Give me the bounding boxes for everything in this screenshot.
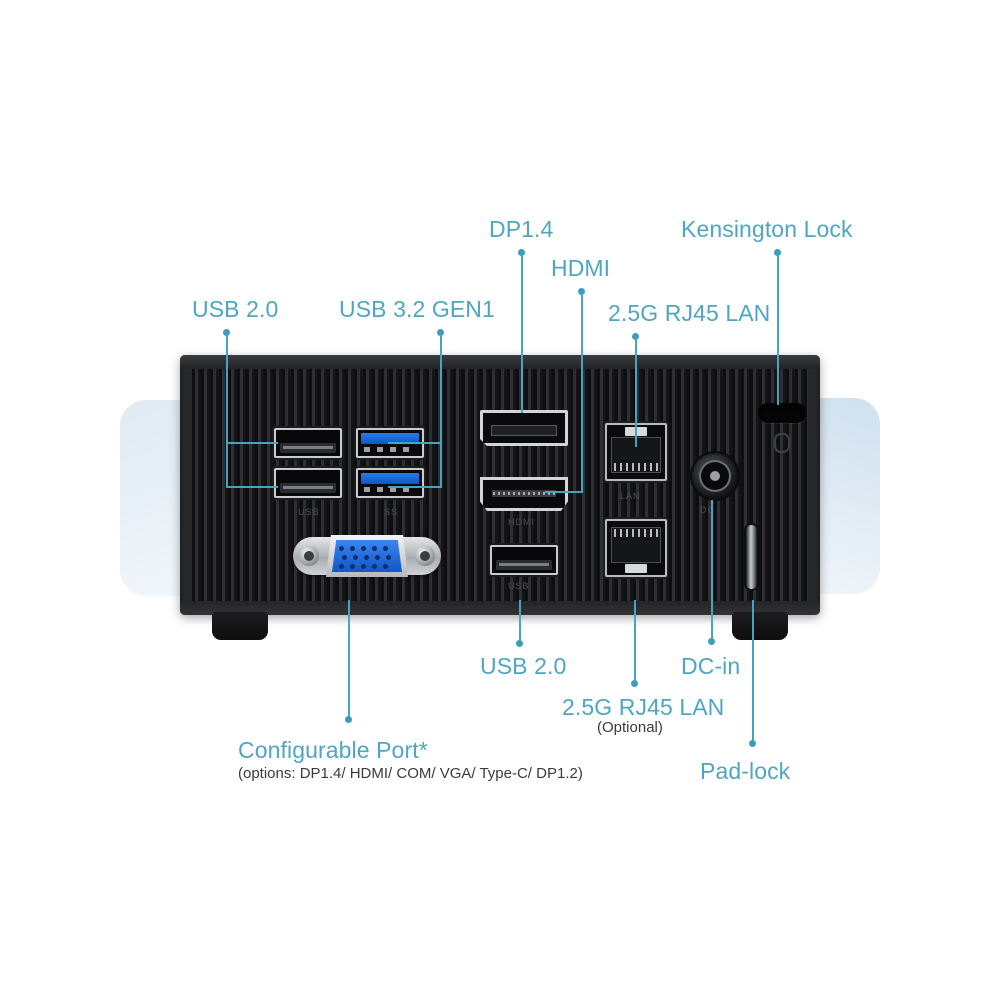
port-vga-configurable <box>293 531 441 581</box>
chassis-foot-left <box>212 612 268 640</box>
chassis-foot-right <box>732 612 788 640</box>
leader-dot-dp14 <box>518 249 525 256</box>
label-dcin: DC-in <box>681 653 741 679</box>
leader-line-dcin <box>711 500 713 640</box>
leader-dot-configurable-port <box>345 716 352 723</box>
label-usb20-top: USB 2.0 <box>192 296 279 322</box>
leader-branch-usb20-lower <box>226 486 278 488</box>
leader-line-lan-25g <box>635 337 637 447</box>
port-usb2-bottom <box>490 545 558 575</box>
label-padlock: Pad-lock <box>700 758 791 784</box>
leader-dot-usb32 <box>437 329 444 336</box>
mini-pc-chassis: USB SS HDMI USB LAN <box>180 355 820 615</box>
silkscreen-usb20-low: USB <box>508 581 530 591</box>
port-hdmi <box>480 477 568 511</box>
port-displayport-14 <box>480 410 568 446</box>
kensington-lock-icon <box>774 433 790 453</box>
leader-line-dp14 <box>521 253 523 413</box>
chassis-bottom-lip <box>180 601 820 615</box>
port-dc-in <box>692 453 738 499</box>
leader-dot-padlock <box>749 740 756 747</box>
leader-dot-usb20-top <box>223 329 230 336</box>
leader-line-usb20-bottom <box>519 600 521 642</box>
label-lan-optional-note: (Optional) <box>597 719 663 736</box>
silkscreen-lan: LAN <box>620 491 641 501</box>
leader-line-lan-optional <box>634 600 636 682</box>
leader-branch-usb20-upper <box>226 442 278 444</box>
leader-dot-hdmi <box>578 288 585 295</box>
leader-line-kensington <box>777 253 779 405</box>
leader-dot-usb20-bottom <box>516 640 523 647</box>
port-rj45-lan-optional <box>605 519 667 577</box>
leader-line-padlock <box>752 600 754 742</box>
silkscreen-usb20: USB <box>298 507 320 517</box>
leader-line-usb20-top <box>226 333 228 443</box>
leader-dot-kensington <box>774 249 781 256</box>
label-hdmi: HDMI <box>551 255 611 281</box>
leader-line-hdmi <box>581 292 583 492</box>
leader-branch-usb32-lower <box>388 486 442 488</box>
leader-branch-usb32-upper <box>388 442 442 444</box>
port-padlock-slot <box>746 525 757 589</box>
silkscreen-hdmi: HDMI <box>508 517 535 527</box>
label-configurable-port-options: (options: DP1.4/ HDMI/ COM/ VGA/ Type-C/… <box>238 765 583 782</box>
leader-dot-lan-optional <box>631 680 638 687</box>
leader-line-usb32-down <box>440 442 442 487</box>
leader-branch-hdmi <box>545 491 583 493</box>
label-lan-25g: 2.5G RJ45 LAN <box>608 300 771 326</box>
leader-dot-dcin <box>708 638 715 645</box>
silkscreen-dcin: DC <box>700 505 715 515</box>
label-dp14: DP1.4 <box>489 216 554 242</box>
label-lan-optional: 2.5G RJ45 LAN <box>562 694 725 720</box>
label-usb32-gen1: USB 3.2 GEN1 <box>339 296 495 322</box>
leader-line-configurable-port <box>348 600 350 718</box>
label-usb20-bottom: USB 2.0 <box>480 653 567 679</box>
chassis-top-lip <box>180 355 820 369</box>
port-usb32-lower <box>356 468 424 498</box>
port-usb2-lower-left <box>274 468 342 498</box>
port-kensington-lock-slot <box>758 403 806 423</box>
leader-line-usb32 <box>440 333 442 443</box>
label-configurable-port: Configurable Port* <box>238 737 428 763</box>
port-usb2-upper-left <box>274 428 342 458</box>
label-kensington: Kensington Lock <box>681 216 853 242</box>
leader-dot-lan-25g <box>632 333 639 340</box>
leader-line-usb20-down <box>226 442 228 487</box>
silkscreen-usb32: SS <box>384 507 399 517</box>
